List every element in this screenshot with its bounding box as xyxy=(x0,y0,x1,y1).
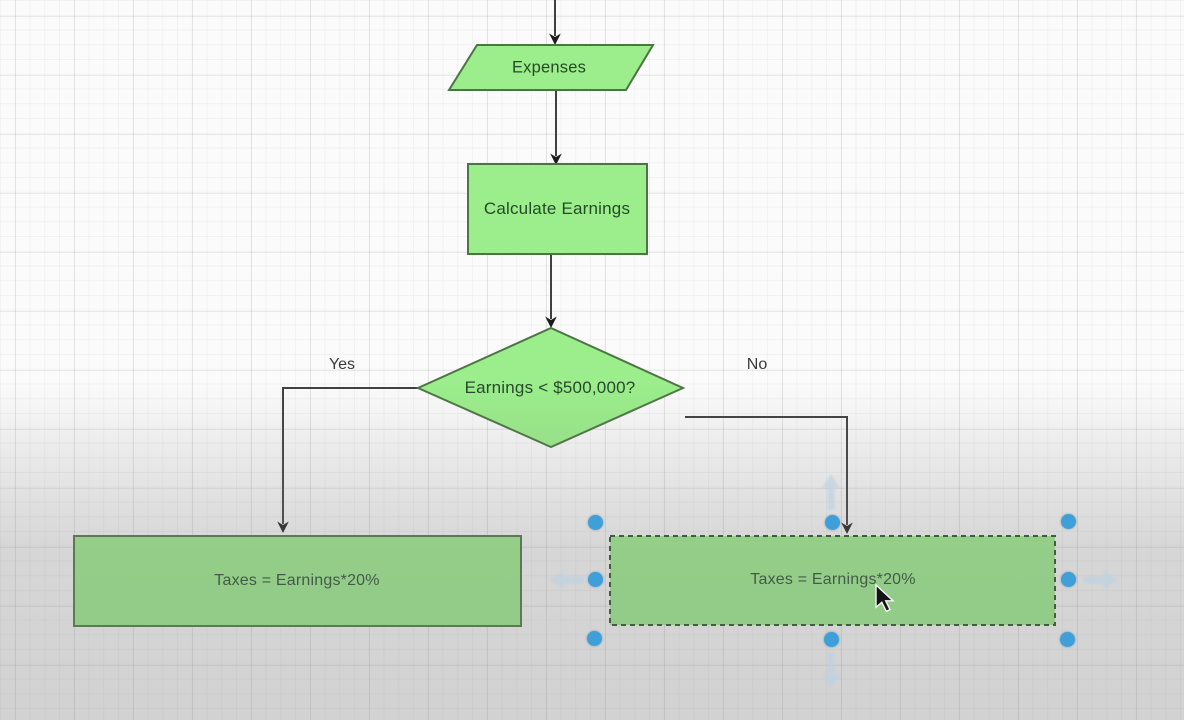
hint-arrow-left-icon[interactable] xyxy=(550,571,584,589)
selection-handle-top-left[interactable] xyxy=(587,514,603,530)
selection-handle-bottom-left[interactable] xyxy=(586,630,602,646)
edge-into-expenses[interactable] xyxy=(549,0,561,45)
node-calculate-earnings[interactable] xyxy=(467,163,648,255)
selection-handle-top-center[interactable] xyxy=(824,514,840,530)
selection-handle-middle-right[interactable] xyxy=(1060,571,1076,587)
edge-decision-to-taxes-no[interactable] xyxy=(685,416,853,534)
selection-handle-top-right[interactable] xyxy=(1060,513,1076,529)
hint-arrow-right-icon[interactable] xyxy=(1084,571,1118,589)
selection-handle-middle-left[interactable] xyxy=(587,571,603,587)
hint-arrow-down-icon[interactable] xyxy=(822,652,840,688)
node-label-calculate-earnings: Calculate Earnings xyxy=(483,199,631,218)
node-earnings-decision[interactable] xyxy=(415,326,686,449)
selection-handle-bottom-right[interactable] xyxy=(1059,631,1075,647)
node-label-taxes-yes: Taxes = Earnings*20% xyxy=(214,572,380,589)
node-expenses[interactable] xyxy=(447,44,655,91)
edge-label-no: No xyxy=(746,356,768,373)
edge-expenses-to-calculate[interactable] xyxy=(550,91,562,165)
edge-label-yes: Yes xyxy=(328,356,356,373)
node-taxes-no[interactable] xyxy=(610,536,1055,625)
selection-outline xyxy=(609,535,1056,626)
node-label-expenses: Expenses xyxy=(511,58,587,77)
edge-calculate-to-decision[interactable] xyxy=(545,254,557,328)
node-label-taxes-no: Taxes = Earnings*20% xyxy=(750,571,916,588)
selection-handle-bottom-center[interactable] xyxy=(823,631,839,647)
edge-decision-to-taxes-yes[interactable] xyxy=(277,387,418,533)
hint-arrow-up-icon[interactable] xyxy=(822,474,840,510)
node-taxes-yes[interactable] xyxy=(73,535,522,627)
node-label-earnings-decision: Earnings < $500,000? xyxy=(464,378,636,397)
